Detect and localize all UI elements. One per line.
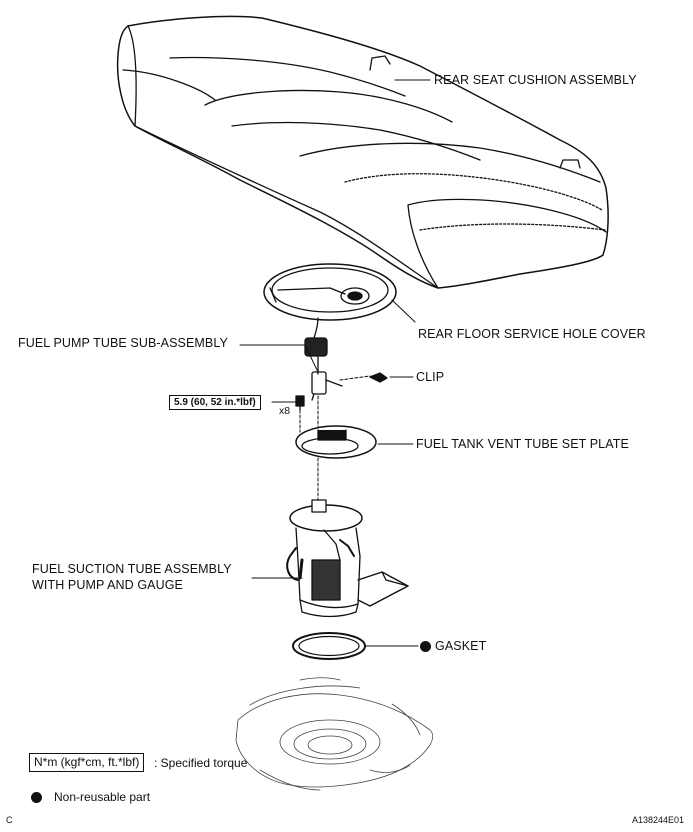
label-suction-tube-line2: WITH PUMP AND GAUGE: [32, 578, 183, 592]
bolt-count: x8: [279, 405, 291, 417]
service-hole-cover-drawing: [263, 263, 397, 375]
rear-seat-cushion-drawing: [116, 15, 609, 289]
legend-dot-icon: [31, 792, 42, 803]
corner-figure-id: A138244E01: [632, 815, 685, 825]
gasket-drawing: [292, 632, 366, 660]
label-rear-floor-cover: REAR FLOOR SERVICE HOLE COVER: [418, 327, 646, 341]
bolt-drawing: [295, 395, 305, 411]
leader-pump-tube: [239, 344, 319, 373]
label-fuel-pump-tube: FUEL PUMP TUBE SUB-ASSEMBLY: [18, 336, 228, 350]
fuel-suction-tube-drawing: [286, 499, 409, 618]
fuel-tank-outline-drawing: [235, 677, 433, 791]
vent-tube-set-plate-drawing: [295, 425, 377, 459]
leader-cover: [391, 299, 416, 323]
legend-torque-unit: N*m (kgf*cm, ft.*lbf): [29, 753, 145, 772]
label-gasket: GASKET: [435, 639, 487, 653]
label-clip: CLIP: [416, 370, 445, 384]
legend-torque-desc: : Specified torque: [154, 756, 248, 770]
non-reusable-icon: [420, 641, 431, 652]
corner-left-label: C: [6, 815, 13, 825]
label-vent-tube-plate: FUEL TANK VENT TUBE SET PLATE: [416, 437, 629, 451]
fuel-pump-tube-drawing: [311, 371, 343, 401]
label-rear-seat-cushion: REAR SEAT CUSHION ASSEMBLY: [434, 73, 637, 87]
legend-non-reusable: Non-reusable part: [54, 790, 151, 804]
clip-drawing: [339, 372, 388, 383]
torque-spec-box: 5.9 (60, 52 in.*lbf): [169, 395, 261, 410]
label-suction-tube-line1: FUEL SUCTION TUBE ASSEMBLY: [32, 562, 232, 576]
